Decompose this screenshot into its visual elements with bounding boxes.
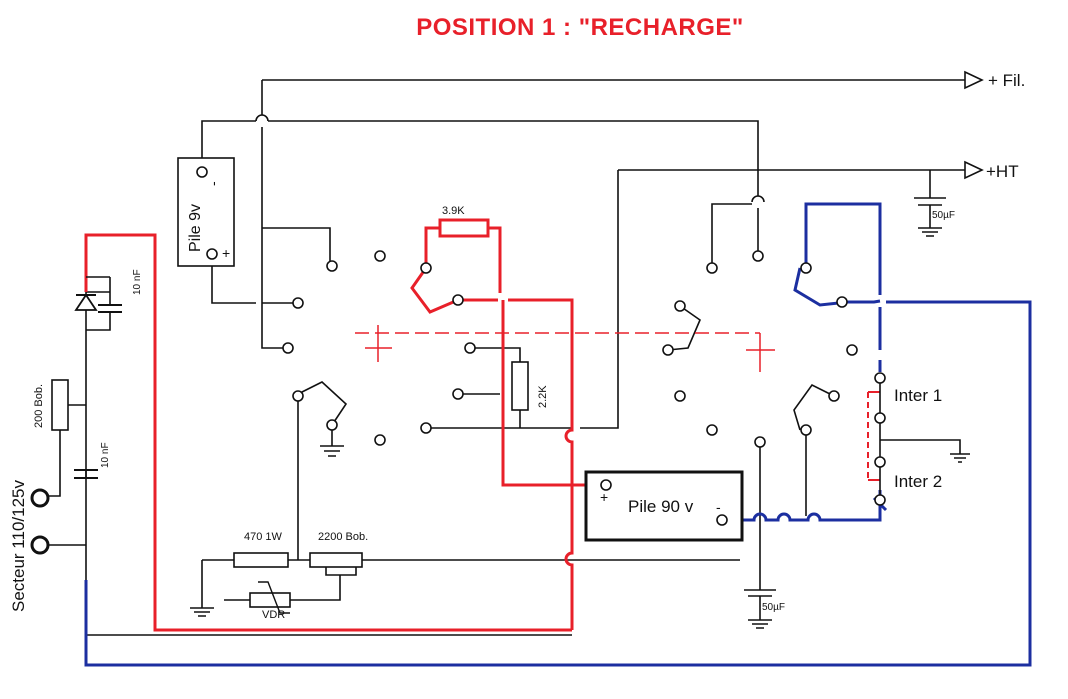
resistor-2-2k — [511, 361, 529, 411]
label-cap-10nf-bottom: 10 nF — [100, 442, 111, 468]
resistor-470 — [233, 552, 289, 568]
label-secteur: Secteur 110/125v — [9, 480, 28, 612]
pile-90v-box — [584, 470, 744, 542]
label-pile-90v: Pile 90 v — [628, 497, 694, 516]
diode — [74, 293, 98, 311]
ht-terminal — [964, 160, 984, 180]
label-inter-2: Inter 2 — [894, 472, 942, 491]
label-pile-9v-plus: + — [222, 245, 230, 261]
label-r-470: 470 1W — [244, 531, 283, 543]
resistor-2200-bob — [309, 552, 363, 568]
axis-markers — [355, 325, 775, 372]
capacitor-10nf-top — [98, 304, 122, 313]
label-ht: +HT — [986, 162, 1019, 181]
label-bob-200: 200 Bob. — [33, 384, 45, 428]
diagram-title: POSITION 1 : "RECHARGE" — [416, 14, 744, 41]
inter-switches — [874, 372, 886, 506]
resistor-3-9k — [438, 218, 490, 238]
label-cap-10nf-top: 10 nF — [132, 269, 143, 295]
blue-wiring — [84, 202, 1032, 667]
fil-terminal — [964, 70, 984, 90]
label-cap-50-top: 50µF — [932, 210, 955, 221]
secteur-terminal-2 — [30, 535, 50, 555]
label-pile-90v-plus: + — [600, 489, 608, 505]
label-pile-90v-minus: - — [716, 499, 721, 515]
vdr — [249, 592, 291, 608]
label-pile-9v-minus: - — [205, 181, 221, 186]
label-r-2-2k: 2.2K — [537, 385, 549, 408]
red-wiring — [84, 226, 880, 632]
label-fil: + Fil. — [988, 71, 1025, 90]
label-vdr: VDR — [262, 609, 285, 621]
capacitor-10nf-bottom — [74, 469, 98, 479]
secteur-terminal-1 — [30, 488, 50, 508]
label-pile-9v: Pile 9v — [187, 204, 204, 252]
label-r-3-9k: 3.9K — [442, 205, 465, 217]
right-switch-contacts — [662, 250, 858, 448]
label-inter-1: Inter 1 — [894, 386, 942, 405]
coil-200-bob — [51, 379, 69, 431]
label-bob-2200: 2200 Bob. — [318, 531, 368, 543]
left-switch-contacts — [282, 250, 476, 446]
label-cap-50-bottom: 50µF — [762, 602, 785, 613]
